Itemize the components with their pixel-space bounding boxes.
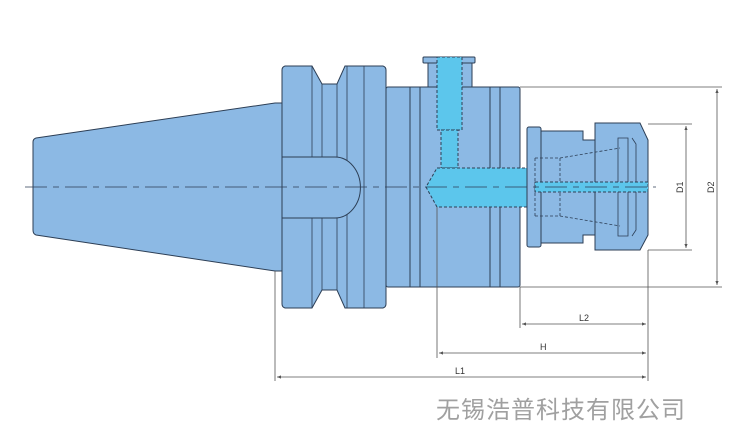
company-watermark: 无锡浩普科技有限公司 xyxy=(436,396,686,424)
label-d2: D2 xyxy=(706,181,716,193)
label-d1: D1 xyxy=(675,181,685,193)
extension-lines xyxy=(274,86,722,381)
label-l1: L1 xyxy=(455,366,465,376)
label-l2: L2 xyxy=(579,313,589,323)
label-h: H xyxy=(540,342,547,352)
coolant-channel xyxy=(425,56,536,208)
